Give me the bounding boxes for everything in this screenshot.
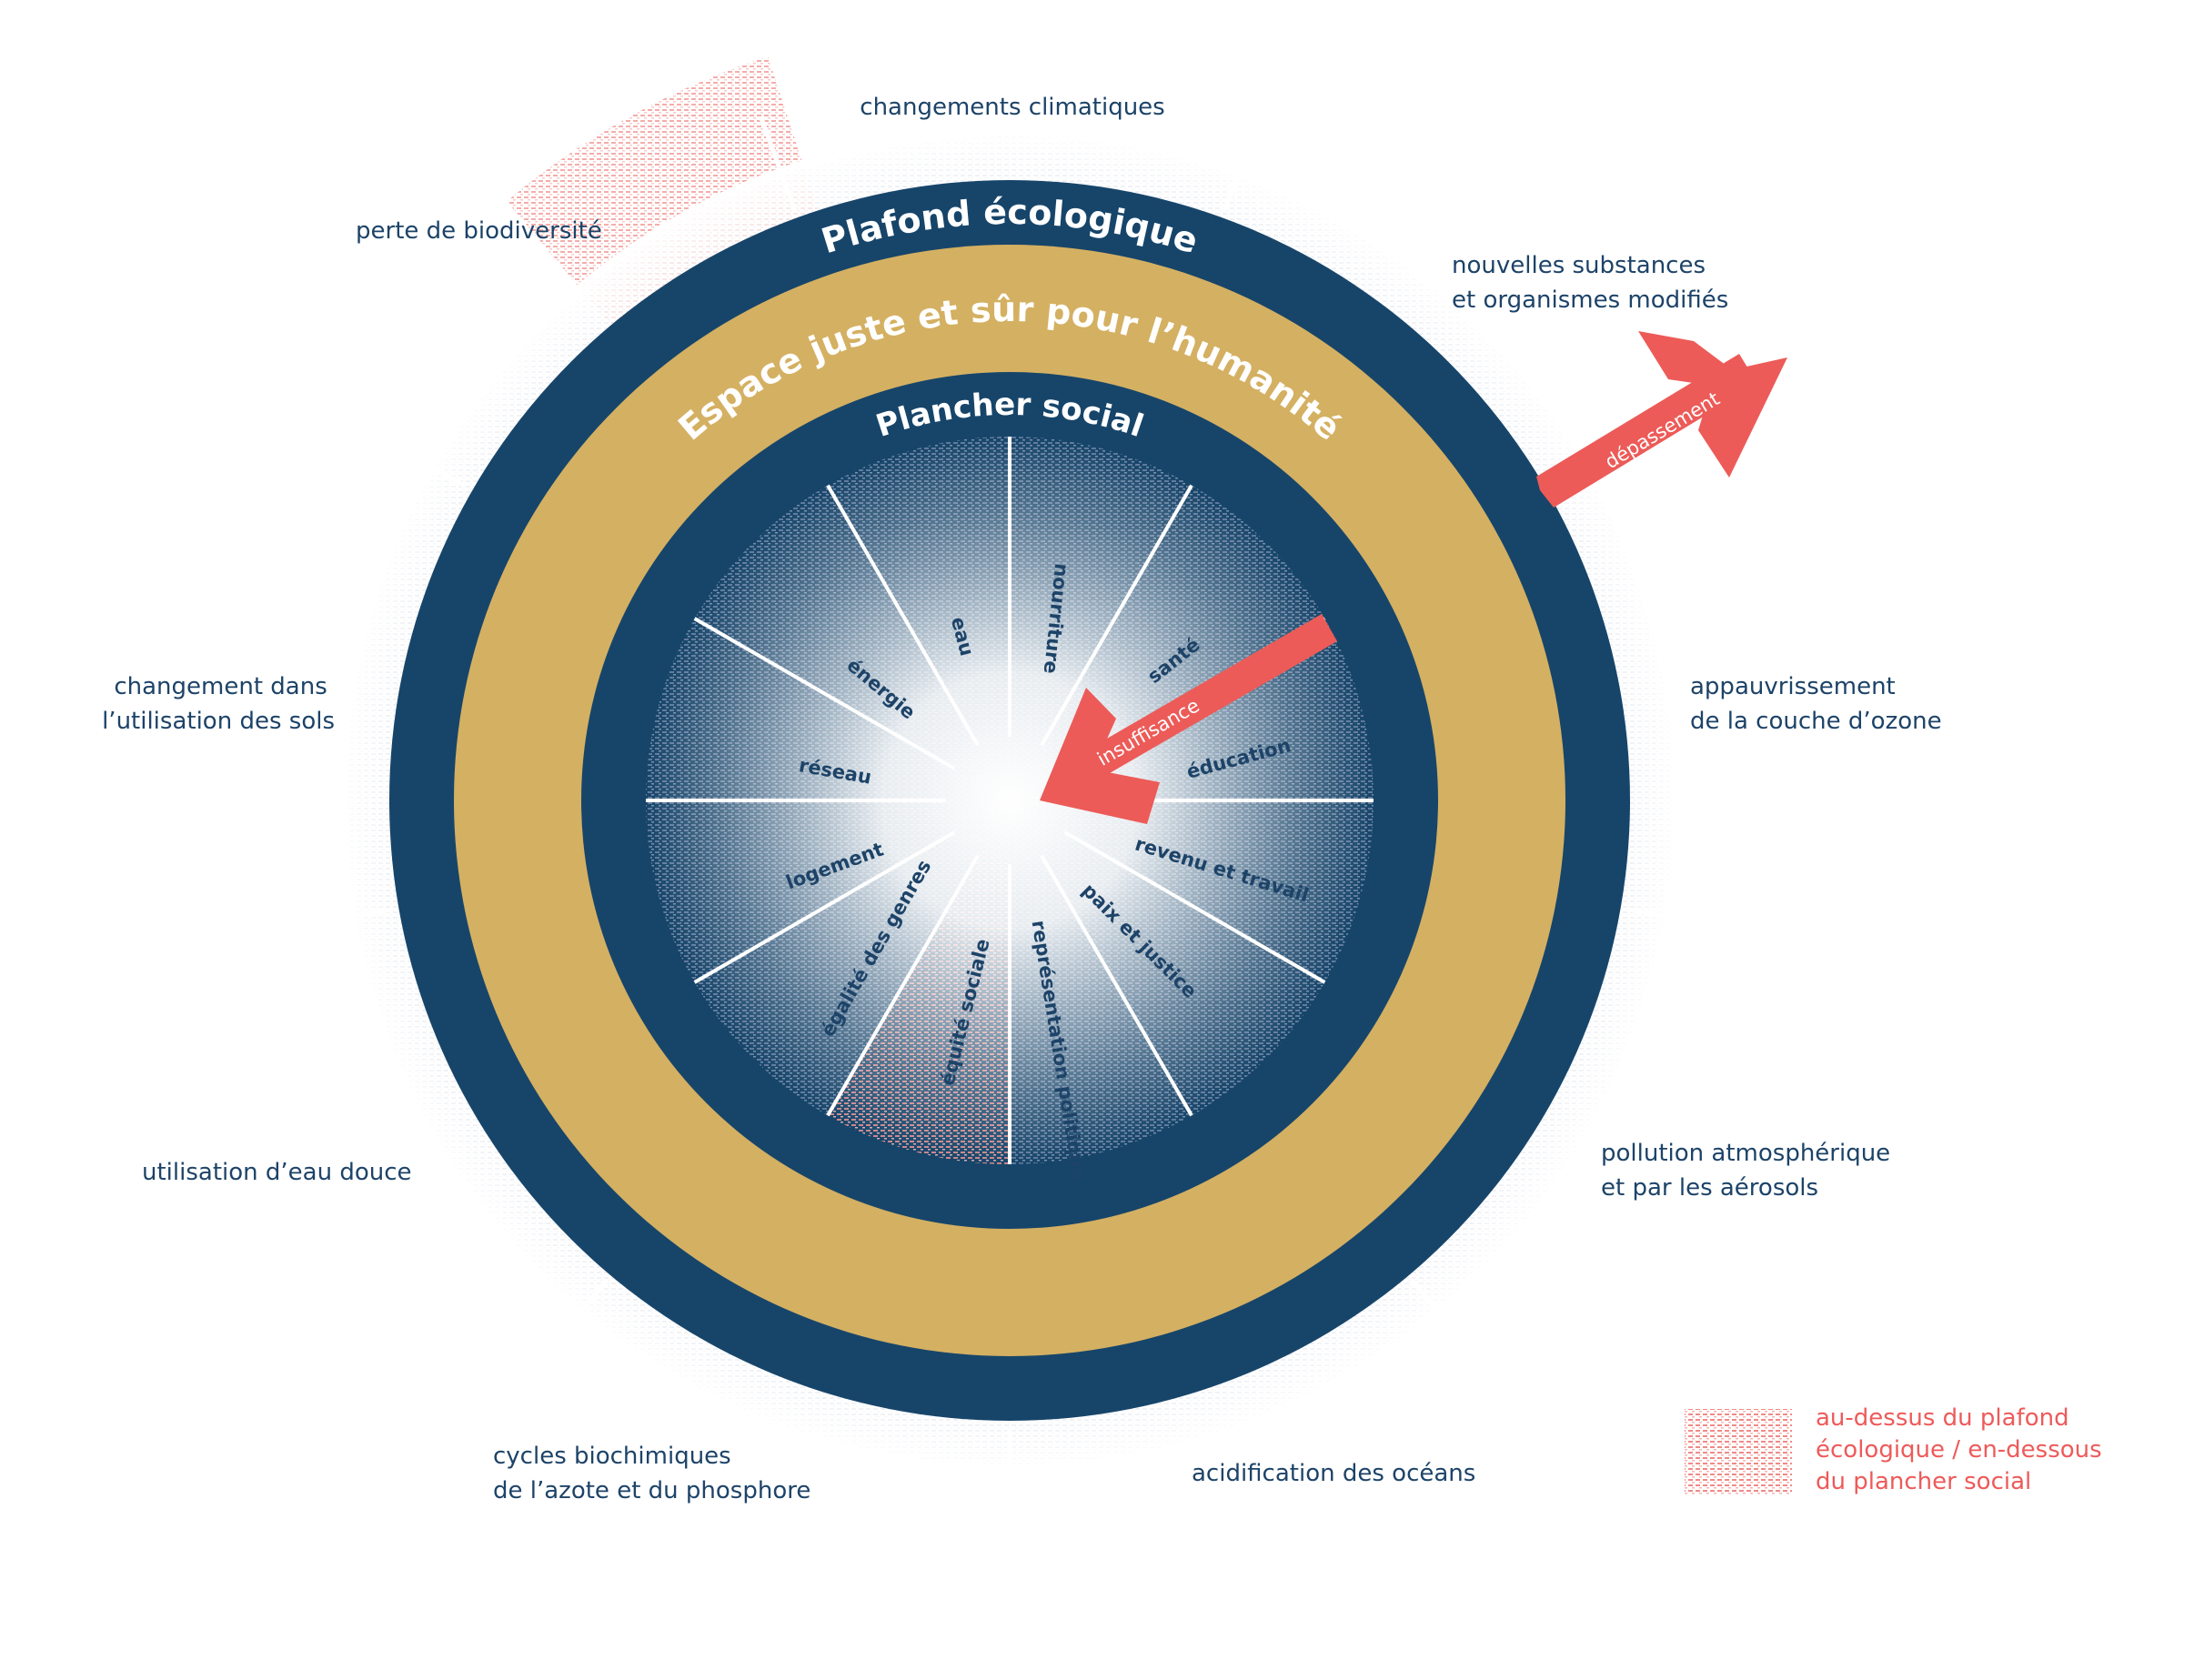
inner-divider xyxy=(1063,830,1326,984)
eco-label-freshwater-use: utilisation d’eau douce xyxy=(142,1159,412,1186)
overshoot-sector-biodiversity xyxy=(507,56,819,327)
inner-divider xyxy=(693,830,956,984)
inner-divider xyxy=(826,854,980,1117)
eco-label-biogeochemical-flows: cycles biochimiques de l’azote et du pho… xyxy=(493,1443,810,1504)
inner-divider xyxy=(1040,854,1193,1117)
inner-divider xyxy=(693,617,956,770)
eco-label-ocean-acidification: acidification des océans xyxy=(1192,1460,1475,1487)
eco-label-air-pollution: pollution atmosphérique et par les aéros… xyxy=(1601,1140,1897,1202)
eco-label-novel-entities: nouvelles substances et organismes modif… xyxy=(1452,252,1728,314)
eco-label-land-use-change: changement dans l’utilisation des sols xyxy=(102,673,335,735)
legend-swatch xyxy=(1685,1409,1792,1494)
eco-label-biodiversity-loss: perte de biodiversité xyxy=(356,217,602,245)
legend: au-dessus du plafond écologique / en-des… xyxy=(1685,1404,2109,1495)
overshoot-arrow-body xyxy=(1536,354,1757,508)
shortfall-arrow-body xyxy=(1066,614,1337,790)
inner-divider xyxy=(826,484,980,747)
legend-text: au-dessus du plafond écologique / en-des… xyxy=(1816,1404,2109,1495)
inner-center-fade xyxy=(646,437,1374,1164)
eco-label-ozone-depletion: appauvrissement de la couche d’ozone xyxy=(1690,673,1942,735)
eco-label-climate-change: changements climatiques xyxy=(860,94,1164,121)
inner-divider xyxy=(1040,484,1193,747)
shortfall-arrow-head xyxy=(1040,688,1160,824)
overshoot-arrow: dépassement xyxy=(1536,331,1787,508)
overshoot-arrow-head xyxy=(1638,331,1787,478)
